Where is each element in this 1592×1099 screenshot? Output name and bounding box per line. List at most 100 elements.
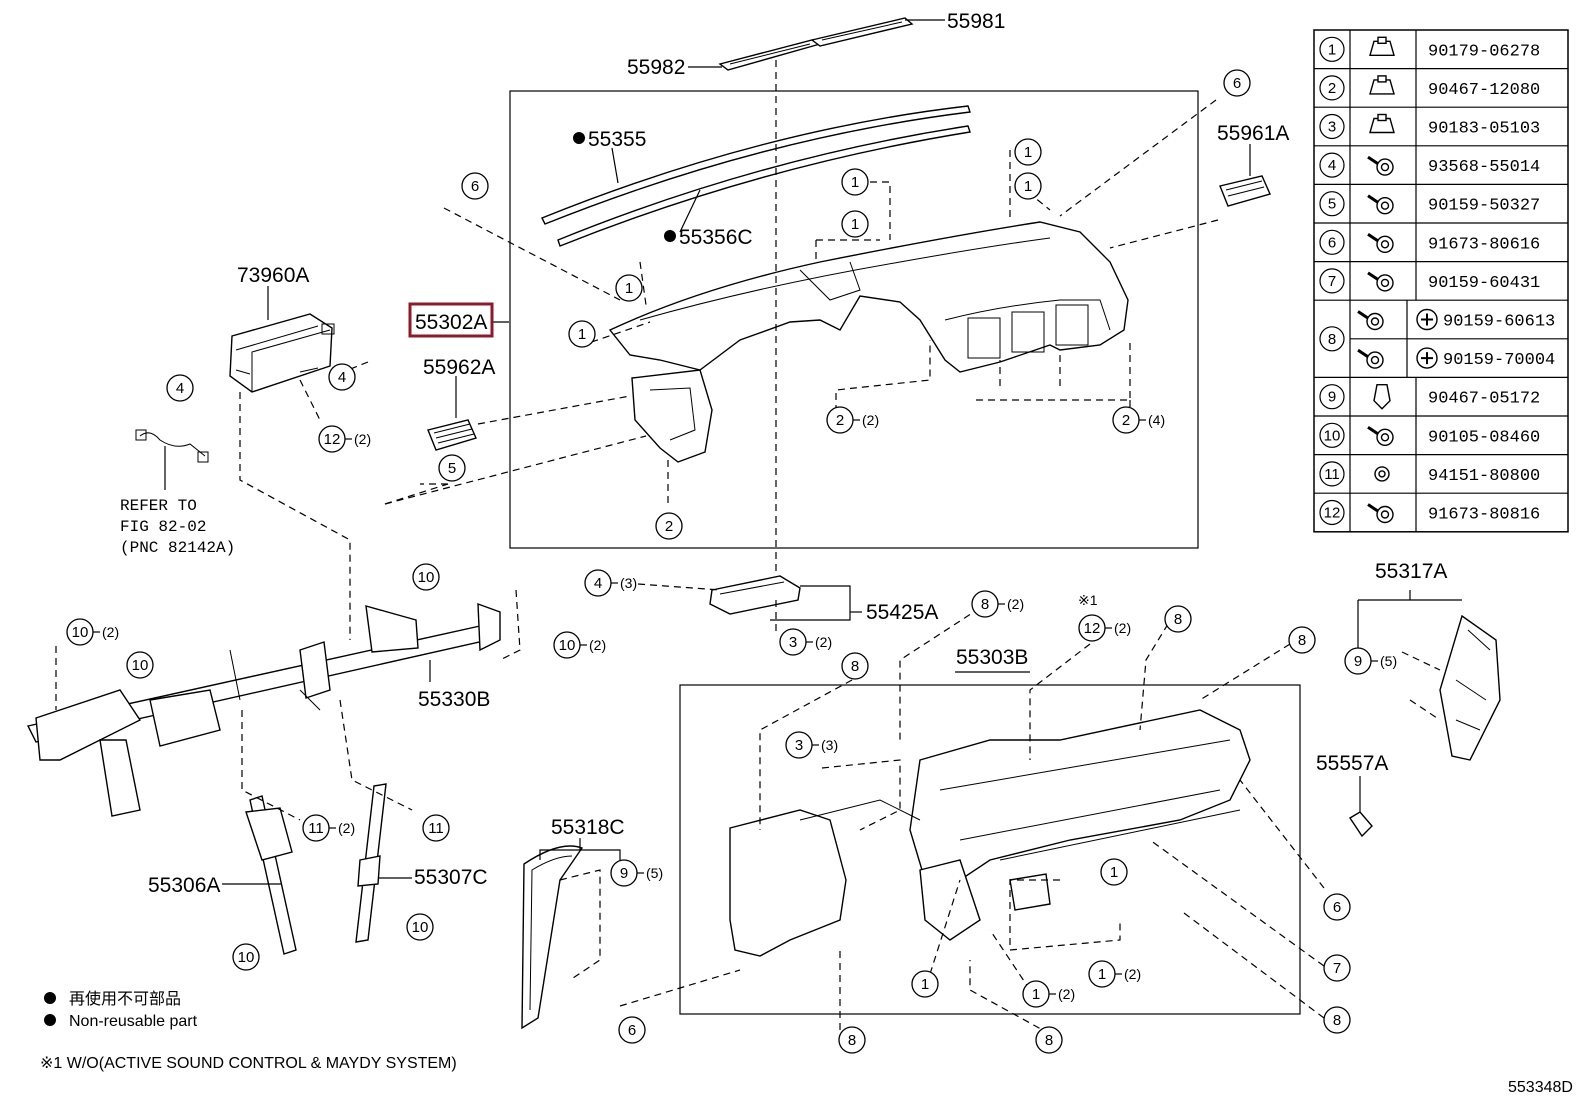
defroster-nozzle-55982[interactable] (718, 39, 822, 71)
callout-12[interactable]: 12(2) (1078, 614, 1131, 642)
vent-grille-55961A[interactable] (1219, 175, 1271, 207)
callout-9[interactable]: 9(5) (1344, 647, 1397, 675)
part-label-55962A[interactable]: 55962A (423, 356, 495, 379)
callout-10[interactable]: 10 (126, 651, 154, 679)
callout-10[interactable]: 10 (232, 943, 260, 971)
table-number: 5 (1328, 196, 1336, 213)
part-label-55330B[interactable]: 55330B (418, 688, 490, 711)
callout-4[interactable]: 4(3) (584, 569, 637, 597)
part-label-55303B[interactable]: 55303B (956, 646, 1028, 669)
callout-number: 10 (72, 624, 89, 641)
vent-grille-55962A[interactable] (427, 419, 477, 451)
callout-10[interactable]: 10(2) (66, 618, 119, 646)
callout-1[interactable]: 1 (841, 210, 869, 238)
callout-number: 8 (981, 596, 989, 613)
callout-6[interactable]: 6 (618, 1016, 646, 1044)
diagram-id: 553348D (1508, 1079, 1573, 1096)
part-label-55557A[interactable]: 55557A (1316, 752, 1388, 775)
callout-1[interactable]: 1 (841, 168, 869, 196)
refer-text-line3: (PNC 82142A) (120, 539, 235, 557)
callout-8[interactable]: 8 (838, 1026, 866, 1054)
callout-number: 8 (851, 658, 859, 675)
callout-1[interactable]: 1(2) (1088, 960, 1141, 988)
clip-55557A[interactable] (1349, 811, 1373, 838)
part-label-55318C[interactable]: 55318C (551, 816, 625, 839)
bolt-icon (1367, 503, 1394, 524)
callout-3[interactable]: 3(2) (779, 628, 832, 656)
callout-11[interactable]: 11(2) (302, 814, 355, 842)
callout-10[interactable]: 10(2) (553, 631, 606, 659)
part-label-55355[interactable]: 55355 (588, 128, 646, 151)
callout-8[interactable]: 8 (1323, 1006, 1351, 1034)
callout-12[interactable]: 12(2) (318, 425, 371, 453)
callout-number: 1 (1032, 986, 1040, 1003)
callout-circle (166, 374, 194, 402)
part-label-55306A[interactable]: 55306A (148, 874, 220, 897)
part-label-73960A[interactable]: 73960A (237, 264, 309, 287)
callout-number: 9 (620, 865, 628, 882)
callout-8[interactable]: 8 (1164, 605, 1192, 633)
callout-2[interactable]: 2(2) (826, 406, 879, 434)
callout-number: 10 (132, 657, 149, 674)
callout-2[interactable]: 2(4) (1112, 406, 1165, 434)
seal-55318C[interactable] (521, 845, 584, 1030)
callout-3[interactable]: 3(3) (785, 731, 838, 759)
defroster-nozzle-55981[interactable] (810, 17, 914, 47)
callout-1[interactable]: 1 (615, 274, 643, 302)
brace-55306A[interactable] (245, 795, 297, 955)
callout-5[interactable]: 5 (438, 454, 466, 482)
part-label-55981[interactable]: 55981 (947, 10, 1005, 33)
callout-2[interactable]: 2 (655, 512, 683, 540)
part-label-55425A[interactable]: 55425A (866, 601, 938, 624)
callout-6[interactable]: 6 (461, 172, 489, 200)
part-label-55307C[interactable]: 55307C (414, 866, 488, 889)
callout-8[interactable]: 8(2) (971, 590, 1024, 618)
module-73960A[interactable] (229, 313, 335, 393)
callout-1[interactable]: 1 (911, 970, 939, 998)
instrument-panel-55302A[interactable] (608, 221, 1129, 463)
part-label-55317A[interactable]: 55317A (1375, 560, 1447, 583)
bracket-55425A[interactable] (709, 575, 801, 615)
brace-55307C[interactable] (355, 783, 387, 943)
callout-4[interactable]: 4 (328, 363, 356, 391)
callout-1[interactable]: 1(2) (1022, 980, 1075, 1008)
part-label-55961A[interactable]: 55961A (1217, 122, 1289, 145)
callout-11[interactable]: 11 (422, 814, 450, 842)
bolt-icon (1357, 348, 1384, 369)
callout-1[interactable]: 1 (1014, 138, 1042, 166)
reinforcement-55303B[interactable] (729, 709, 1251, 957)
molding-55356C[interactable] (557, 125, 971, 247)
callout-10[interactable]: 10 (412, 563, 440, 591)
table-part-number: 93568-55014 (1428, 158, 1540, 177)
part-label-55302A[interactable]: 55302A (415, 311, 487, 334)
callout-6[interactable]: 6 (1223, 69, 1251, 97)
callout-8[interactable]: 8 (841, 652, 869, 680)
callout-8[interactable]: 8 (1035, 1026, 1063, 1054)
callout-8[interactable]: 8 (1288, 626, 1316, 654)
callout-4[interactable]: 4 (166, 374, 194, 402)
side-panel-55317A[interactable] (1439, 614, 1501, 761)
reinforcement-55330B[interactable] (26, 602, 501, 817)
callout-10[interactable]: 10 (406, 913, 434, 941)
callout-7[interactable]: 7 (1323, 954, 1351, 982)
part-label-55982[interactable]: 55982 (627, 56, 685, 79)
callout-9[interactable]: 9(5) (610, 859, 663, 887)
callout-1[interactable]: 1 (1014, 172, 1042, 200)
callout-1[interactable]: 1 (568, 320, 596, 348)
molding-55355[interactable] (541, 105, 971, 225)
callout-1[interactable]: 1 (1100, 858, 1128, 886)
callout-6[interactable]: 6 (1323, 893, 1351, 921)
part-label-55356C[interactable]: 55356C (679, 226, 753, 249)
